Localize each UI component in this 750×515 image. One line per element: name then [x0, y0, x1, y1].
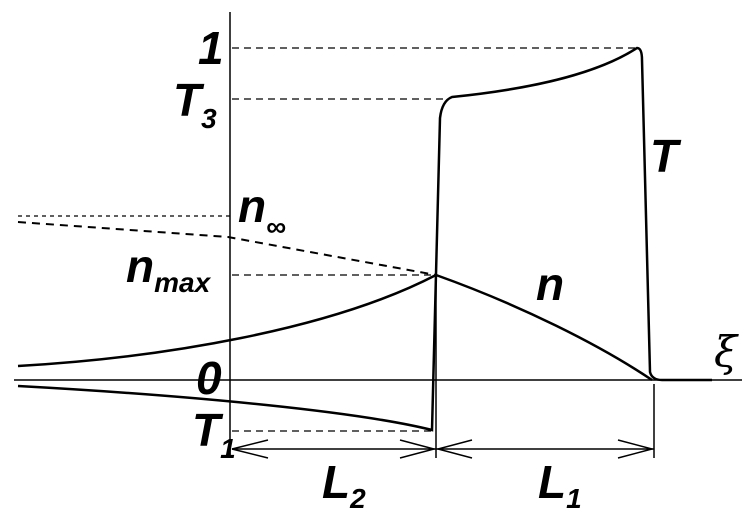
- label-n-inf: n∞: [238, 180, 286, 242]
- label-xi-axis: ξ: [714, 327, 739, 376]
- t-curve: [17, 46, 712, 432]
- arrow-head: [435, 439, 473, 459]
- label-zero: 0: [196, 352, 222, 404]
- label-n-max: nmax: [126, 240, 212, 298]
- label-l1: L1: [538, 456, 582, 514]
- label-t3: T3: [173, 74, 217, 134]
- label-t-curve: T: [650, 130, 682, 182]
- label-l2: L2: [322, 456, 366, 514]
- arrow-head: [617, 439, 655, 459]
- n-curve: [17, 273, 653, 382]
- arrow-head: [231, 439, 269, 459]
- label-one: 1: [198, 22, 224, 74]
- label-n-curve: n: [536, 258, 564, 310]
- label-t1: T1: [192, 404, 236, 464]
- arrow-head: [399, 439, 437, 459]
- n-inf-asymptote: [17, 221, 437, 276]
